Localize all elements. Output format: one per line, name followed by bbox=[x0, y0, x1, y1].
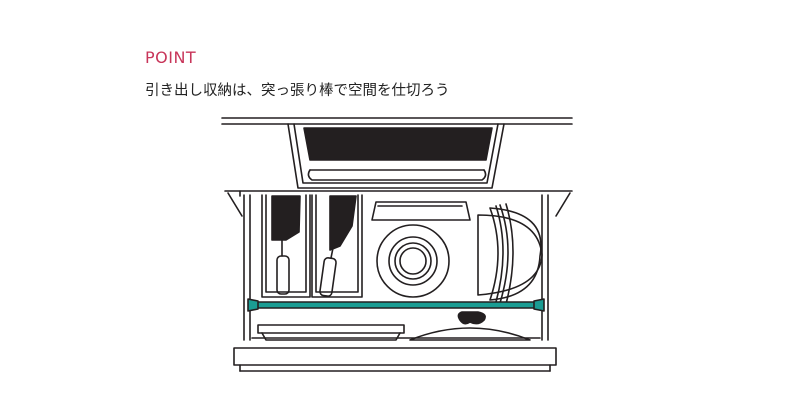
upper-drawer bbox=[221, 117, 573, 189]
lower-compartment bbox=[257, 311, 531, 341]
tension-rod bbox=[247, 298, 545, 312]
knife-holder-left bbox=[261, 194, 311, 298]
pan-and-tray bbox=[371, 201, 471, 298]
point-label: POINT bbox=[145, 48, 197, 67]
lower-drawer bbox=[224, 190, 573, 372]
stacked-bowls bbox=[477, 203, 543, 305]
caption: 引き出し収納は、突っ張り棒で空間を仕切ろう bbox=[145, 83, 450, 99]
knife-holder-right bbox=[311, 194, 363, 298]
